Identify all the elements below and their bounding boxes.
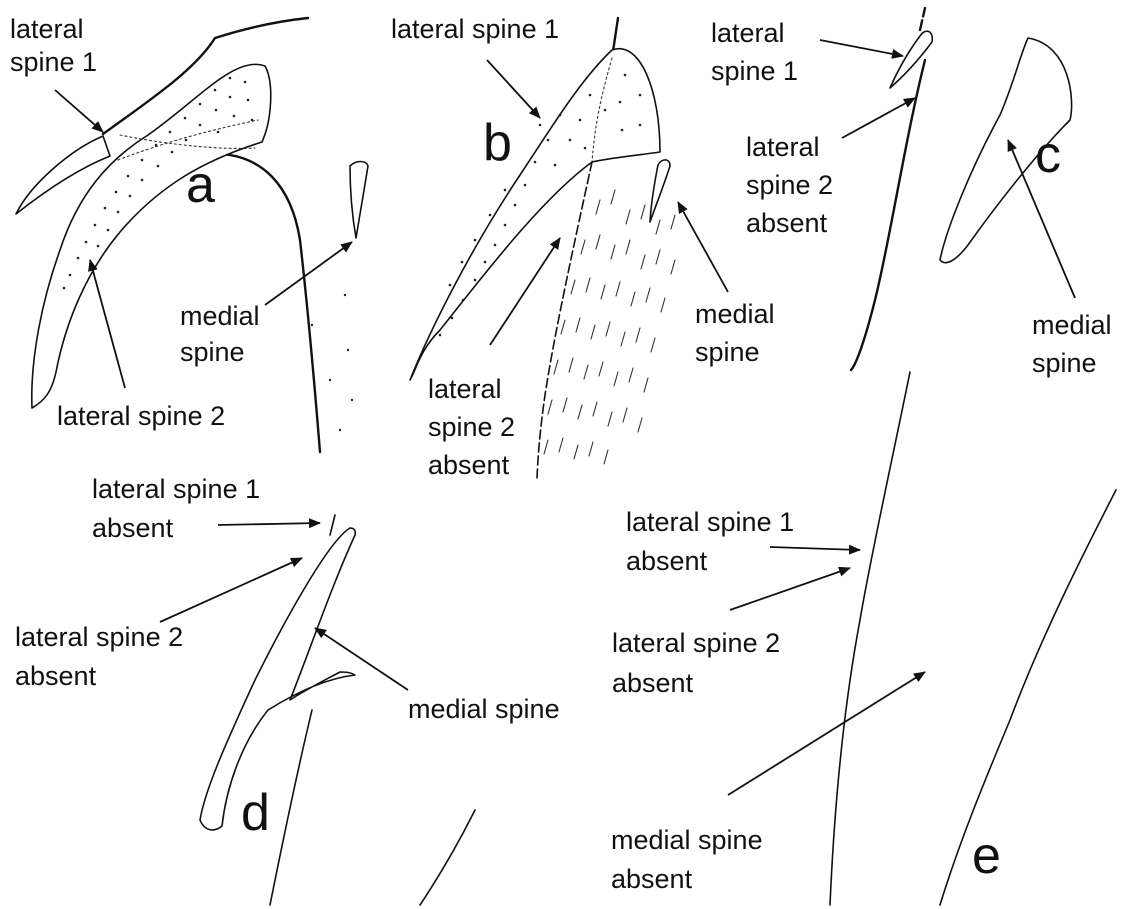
- lateral-spine-1-b: [410, 49, 660, 380]
- label-b-medial-spine-line2: spine: [695, 337, 760, 367]
- label-b-lateral-spine-2-line1: lateral: [428, 374, 502, 404]
- label-c-lateral-spine-2-line3: absent: [746, 208, 828, 238]
- arrow-e-lateral-spine-2: [730, 568, 850, 610]
- hairs-b: [544, 190, 675, 464]
- label-c-medial-spine-line2: spine: [1032, 348, 1097, 378]
- label-a-lateral-spine-2: lateral spine 2: [57, 401, 225, 431]
- label-c-lateral-spine-1-line2: spine 1: [711, 56, 798, 86]
- label-c-lateral-spine-2-line1: lateral: [746, 132, 820, 162]
- medial-spine-a: [350, 162, 368, 239]
- body-edge-c: [851, 60, 925, 370]
- arrow-a-lateral-spine-2: [90, 260, 125, 388]
- medial-spine-d: [200, 528, 355, 830]
- label-d-lateral-spine-2-line2: absent: [15, 661, 97, 691]
- arrow-e-medial-spine: [728, 672, 925, 795]
- body-edge-d: [270, 710, 312, 905]
- label-a-medial-spine-line2: spine: [180, 337, 245, 367]
- label-b-lateral-spine-2-line2: spine 2: [428, 412, 515, 442]
- label-c-lateral-spine-1-line1: lateral: [711, 18, 785, 48]
- arrow-d-lateral-spine-1: [218, 523, 320, 525]
- panel-letter-b: b: [483, 114, 512, 172]
- label-e-medial-spine-line2: absent: [611, 864, 693, 894]
- label-b-medial-spine-line1: medial: [695, 299, 775, 329]
- arrow-b-lateral-spine-1: [487, 60, 540, 118]
- label-d-lateral-spine-1-line1: lateral spine 1: [92, 474, 260, 504]
- label-e-lateral-spine-2-line1: lateral spine 2: [612, 628, 780, 658]
- label-e-medial-spine-line1: medial spine: [611, 825, 763, 855]
- panel-letter-e: e: [972, 827, 1001, 885]
- arrow-c-lateral-spine-2: [842, 98, 915, 138]
- label-c-medial-spine-line1: medial: [1032, 310, 1112, 340]
- medial-spine-b: [650, 160, 670, 222]
- arrow-d-lateral-spine-2: [160, 558, 302, 622]
- label-d-lateral-spine-1-line2: absent: [92, 513, 174, 543]
- label-a-lateral-spine-1-line2: spine 1: [10, 47, 97, 77]
- arrow-b-medial-spine: [678, 202, 728, 292]
- label-b-lateral-spine-2-line3: absent: [428, 450, 510, 480]
- panel-a: lateral spine 1 a medial spine lateral s…: [10, 14, 368, 452]
- body-edge-e2: [940, 490, 1116, 905]
- arrow-a-lateral-spine-1: [55, 90, 103, 132]
- label-e-lateral-spine-1-line1: lateral spine 1: [626, 507, 794, 537]
- panel-e: lateral spine 1 absent lateral spine 2 a…: [611, 372, 1116, 905]
- panel-letter-c: c: [1035, 126, 1061, 184]
- panel-letter-d: d: [241, 784, 270, 842]
- panel-d: lateral spine 1 absent lateral spine 2 a…: [15, 474, 560, 905]
- label-a-lateral-spine-1-line1: lateral: [10, 14, 84, 44]
- arrow-c-lateral-spine-1: [820, 40, 903, 56]
- label-d-medial-spine: medial spine: [408, 694, 560, 724]
- body-stub-c: [920, 8, 925, 30]
- body-edge-e1: [830, 372, 910, 905]
- label-e-lateral-spine-2-line2: absent: [612, 668, 694, 698]
- lateral-spine-1-d-remnant: [330, 515, 335, 535]
- panel-letter-a: a: [186, 156, 215, 214]
- label-c-lateral-spine-2-line2: spine 2: [746, 170, 833, 200]
- label-d-lateral-spine-2-line1: lateral spine 2: [15, 622, 183, 652]
- body-edge-d2: [420, 810, 475, 905]
- label-a-medial-spine-line1: medial: [180, 301, 260, 331]
- label-b-lateral-spine-1: lateral spine 1: [391, 14, 559, 44]
- arrow-e-lateral-spine-1: [770, 547, 860, 550]
- label-e-lateral-spine-1-line2: absent: [626, 546, 708, 576]
- arrow-a-medial-spine: [265, 242, 352, 305]
